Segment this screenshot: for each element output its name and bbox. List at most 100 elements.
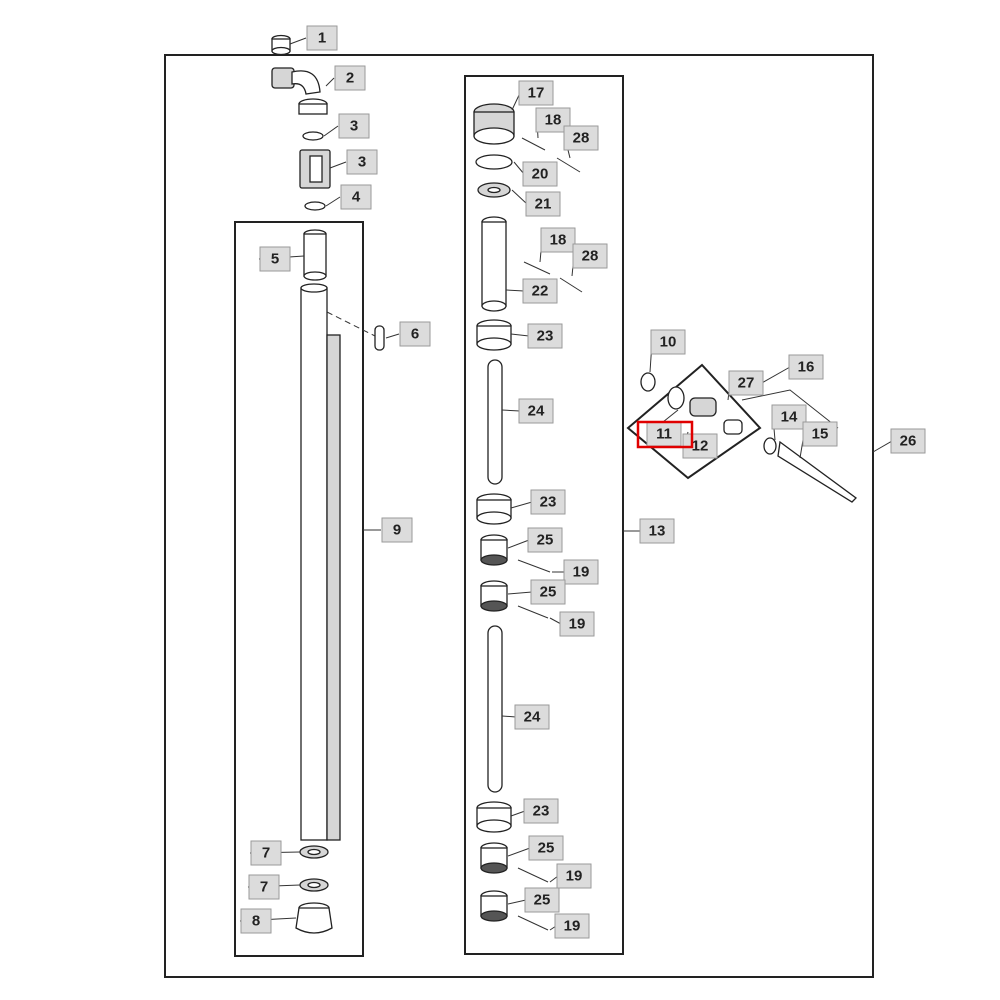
leader-line-23: [510, 810, 526, 817]
o-ring-lower: [304, 201, 326, 211]
leader-line-24: [501, 409, 521, 412]
callout-24: 24: [518, 398, 554, 424]
callout-7: 7: [250, 840, 282, 866]
callout-label: 9: [393, 522, 401, 539]
leader-line-1: [289, 37, 307, 45]
leader-line-3: [329, 161, 347, 169]
leader-line-19: [549, 617, 562, 625]
callout-15: 15: [802, 421, 838, 447]
callout-label: 14: [781, 409, 798, 426]
leader-line-23: [510, 333, 530, 337]
collars-upper: [480, 534, 551, 619]
callout-8: 8: [240, 908, 272, 934]
callout-28: 28: [563, 125, 599, 151]
callout-label: 24: [528, 403, 545, 420]
shaft-assembly-frame: [464, 75, 624, 955]
leader-line-23: [510, 501, 533, 509]
callout-label: 26: [900, 433, 917, 450]
key-pin: [374, 325, 385, 351]
callout-label: 3: [350, 118, 358, 135]
leader-line-25: [507, 539, 530, 549]
callout-23: 23: [523, 798, 559, 824]
callout-label: 22: [532, 283, 549, 300]
leader-line-26: [872, 440, 893, 453]
callout-20: 20: [522, 161, 558, 187]
callout-19: 19: [554, 913, 590, 939]
callout-14: 14: [771, 404, 807, 430]
callout-25: 25: [528, 835, 564, 861]
callout-25: 25: [527, 527, 563, 553]
spacer-part: [477, 182, 511, 198]
callout-9: 9: [381, 517, 413, 543]
auger-components: [667, 386, 743, 435]
callout-22: 22: [522, 278, 558, 304]
callout-label: 3: [358, 154, 366, 171]
drum-assembly-frame: [234, 221, 364, 957]
callout-19: 19: [556, 863, 592, 889]
callout-24: 24: [514, 704, 550, 730]
callout-label: 23: [533, 803, 550, 820]
leader-line-21: [511, 189, 528, 205]
leader-line-25: [507, 899, 527, 905]
auger-nozzle: [763, 437, 857, 503]
bearing-lower: [476, 801, 512, 833]
callout-label: 12: [692, 438, 709, 455]
callout-21: 21: [525, 191, 561, 217]
callout-label: 7: [262, 845, 270, 862]
callout-5: 5: [259, 246, 291, 272]
auger-sub-assembly-frame: [626, 363, 762, 480]
callout-2: 2: [334, 65, 366, 91]
callout-label: 11: [656, 426, 672, 443]
callout-23: 23: [527, 323, 563, 349]
drum-shaft: [300, 283, 341, 841]
sleeve-part: [481, 216, 507, 312]
callout-23: 23: [530, 489, 566, 515]
callout-18: 18: [540, 227, 576, 253]
callout-label: 21: [535, 196, 552, 213]
callout-label: 23: [537, 328, 554, 345]
callout-label: 5: [271, 251, 279, 268]
callout-26: 26: [890, 428, 926, 454]
bearing-middle: [476, 493, 512, 525]
callout-label: 19: [564, 918, 581, 935]
callout-11: 11: [646, 421, 682, 447]
callout-label: 25: [538, 840, 555, 857]
callout-label: 20: [532, 166, 549, 183]
callout-label: 17: [528, 85, 545, 102]
leader-line-4: [325, 196, 341, 207]
leader-line-25: [507, 847, 531, 857]
leader-line-20: [513, 161, 525, 175]
collars-lower: [480, 842, 549, 931]
callout-label: 2: [346, 70, 354, 87]
callout-13: 13: [639, 518, 675, 544]
pins-upper: [521, 137, 583, 293]
callout-label: 23: [540, 494, 557, 511]
o-ring-upper: [302, 131, 324, 141]
leader-line-22: [505, 289, 525, 292]
callout-label: 24: [524, 709, 541, 726]
callout-6: 6: [399, 321, 431, 347]
rod-upper: [487, 359, 503, 485]
callout-label: 19: [569, 616, 586, 633]
callout-4: 4: [340, 184, 372, 210]
callout-label: 10: [660, 334, 677, 351]
callout-label: 1: [318, 30, 326, 47]
callout-label: 25: [534, 892, 551, 909]
callout-28: 28: [572, 243, 608, 269]
callout-label: 25: [537, 532, 554, 549]
callout-3: 3: [338, 113, 370, 139]
leader-line-24: [501, 715, 517, 718]
callout-27: 27: [728, 370, 764, 396]
callout-17: 17: [518, 80, 554, 106]
cap-part: [271, 34, 291, 56]
callout-7: 7: [248, 874, 280, 900]
highlight-box: [636, 420, 694, 449]
callout-label: 8: [252, 913, 260, 930]
callout-25: 25: [524, 887, 560, 913]
callout-label: 18: [550, 232, 567, 249]
callout-label: 13: [649, 523, 666, 540]
block-part: [299, 149, 331, 189]
callout-10: 10: [650, 329, 686, 355]
callout-label: 19: [566, 868, 583, 885]
